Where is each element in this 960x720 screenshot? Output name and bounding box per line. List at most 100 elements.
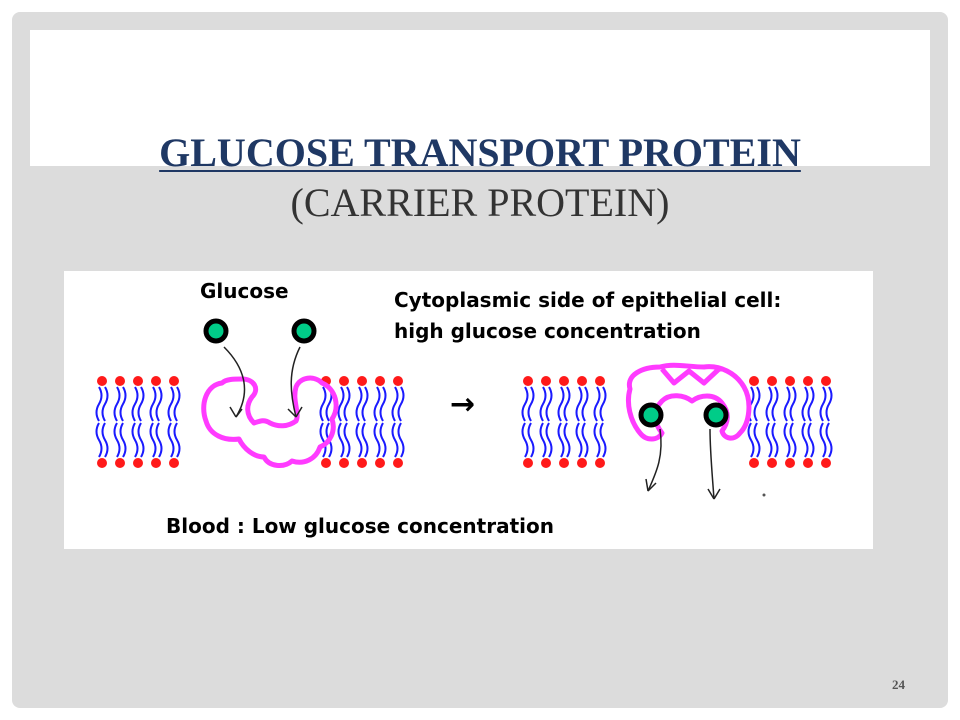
phospholipid-tail: [155, 422, 163, 458]
phospholipid-tail: [173, 386, 181, 422]
phospholipid-tail: [563, 386, 571, 422]
phospholipid-tail: [557, 422, 565, 458]
lipid-bilayer-segment: [521, 376, 607, 468]
exit-arrows: [645, 428, 721, 500]
phospholipid-head: [151, 376, 161, 386]
phospholipid-head: [115, 458, 125, 468]
phospholipid-tail: [391, 422, 399, 458]
phospholipid-tail: [801, 386, 809, 422]
lipid-bilayer-segment: [95, 376, 181, 468]
phospholipid-tail: [131, 386, 139, 422]
phospholipid-head: [357, 458, 367, 468]
speck: [762, 493, 766, 497]
phospholipid-tail: [343, 422, 351, 458]
phospholipid-head: [785, 458, 795, 468]
phospholipid-tail: [825, 386, 833, 422]
phospholipid-tail: [753, 422, 761, 458]
phospholipid-tail: [373, 422, 381, 458]
phospholipid-tail: [539, 386, 547, 422]
phospholipid-tail: [783, 422, 791, 458]
carrier-protein-right: [625, 362, 752, 442]
phospholipid-tail: [581, 422, 589, 458]
phospholipid-tail: [119, 422, 127, 458]
phospholipid-tail: [337, 386, 345, 422]
diagram-canvas: [95, 318, 833, 500]
phospholipid-tail: [155, 386, 163, 422]
phospholipid-head: [133, 458, 143, 468]
phospholipid-tail: [343, 386, 351, 422]
phospholipid-head: [749, 458, 759, 468]
phospholipid-tail: [173, 422, 181, 458]
phospholipid-tail: [783, 386, 791, 422]
phospholipid-head: [595, 376, 605, 386]
phospholipid-head: [115, 376, 125, 386]
phospholipid-tail: [149, 386, 157, 422]
phospholipid-head: [339, 376, 349, 386]
phospholipid-head: [523, 458, 533, 468]
phospholipid-tail: [521, 386, 529, 422]
blood-label: Blood : Low glucose concentration: [166, 514, 554, 538]
phospholipid-head: [357, 376, 367, 386]
carrier-protein-left: [201, 375, 339, 468]
phospholipid-tail: [337, 422, 345, 458]
phospholipid-tail: [95, 422, 103, 458]
phospholipid-head: [339, 458, 349, 468]
phospholipid-tail: [819, 422, 827, 458]
phospholipid-tail: [765, 422, 773, 458]
glucose-transport-diagram: Glucose Cytoplasmic side of epithelial c…: [64, 271, 873, 549]
phospholipid-head: [767, 458, 777, 468]
phospholipid-head: [559, 458, 569, 468]
phospholipid-tail: [391, 386, 399, 422]
phospholipid-head: [577, 376, 587, 386]
phospholipid-tail: [545, 422, 553, 458]
phospholipid-tail: [361, 422, 369, 458]
phospholipid-head: [375, 458, 385, 468]
phospholipid-head: [97, 458, 107, 468]
phospholipid-tail: [789, 422, 797, 458]
phospholipid-head: [97, 376, 107, 386]
phospholipid-head: [767, 376, 777, 386]
phospholipid-tail: [95, 386, 103, 422]
phospholipid-tail: [113, 386, 121, 422]
phospholipid-tail: [807, 386, 815, 422]
phospholipid-tail: [801, 422, 809, 458]
phospholipid-head: [151, 458, 161, 468]
phospholipid-tail: [319, 386, 327, 422]
phospholipid-tail: [539, 422, 547, 458]
phospholipid-tail: [575, 386, 583, 422]
phospholipid-tail: [599, 422, 607, 458]
phospholipid-tail: [397, 386, 405, 422]
phospholipid-tail: [167, 386, 175, 422]
phospholipid-tail: [789, 386, 797, 422]
cytoplasmic-label-line1: Cytoplasmic side of epithelial cell:: [394, 288, 782, 312]
phospholipid-head: [321, 458, 331, 468]
phospholipid-tail: [167, 422, 175, 458]
phospholipid-head: [821, 458, 831, 468]
phospholipid-tail: [807, 422, 815, 458]
lipid-bilayers: [95, 376, 833, 468]
phospholipid-head: [785, 376, 795, 386]
title-main: GLUCOSE TRANSPORT PROTEIN: [159, 130, 801, 175]
phospholipid-tail: [379, 386, 387, 422]
phospholipid-tail: [771, 422, 779, 458]
phospholipid-tail: [765, 386, 773, 422]
phospholipid-tail: [593, 386, 601, 422]
phospholipid-head: [393, 458, 403, 468]
phospholipid-head: [169, 458, 179, 468]
title-band: [30, 30, 930, 166]
phospholipid-tail: [771, 386, 779, 422]
glucose-molecule-1: [203, 318, 229, 344]
phospholipid-tail: [825, 422, 833, 458]
phospholipid-tail: [319, 422, 327, 458]
phospholipid-tail: [355, 386, 363, 422]
phospholipid-tail: [361, 386, 369, 422]
lipid-bilayer-segment: [319, 376, 405, 468]
phospholipid-tail: [379, 422, 387, 458]
phospholipid-tail: [101, 422, 109, 458]
phospholipid-head: [803, 458, 813, 468]
phospholipid-tail: [521, 422, 529, 458]
lipid-bilayer-segment: [747, 376, 833, 468]
phospholipid-tail: [747, 422, 755, 458]
phospholipid-head: [523, 376, 533, 386]
phospholipid-tail: [373, 386, 381, 422]
